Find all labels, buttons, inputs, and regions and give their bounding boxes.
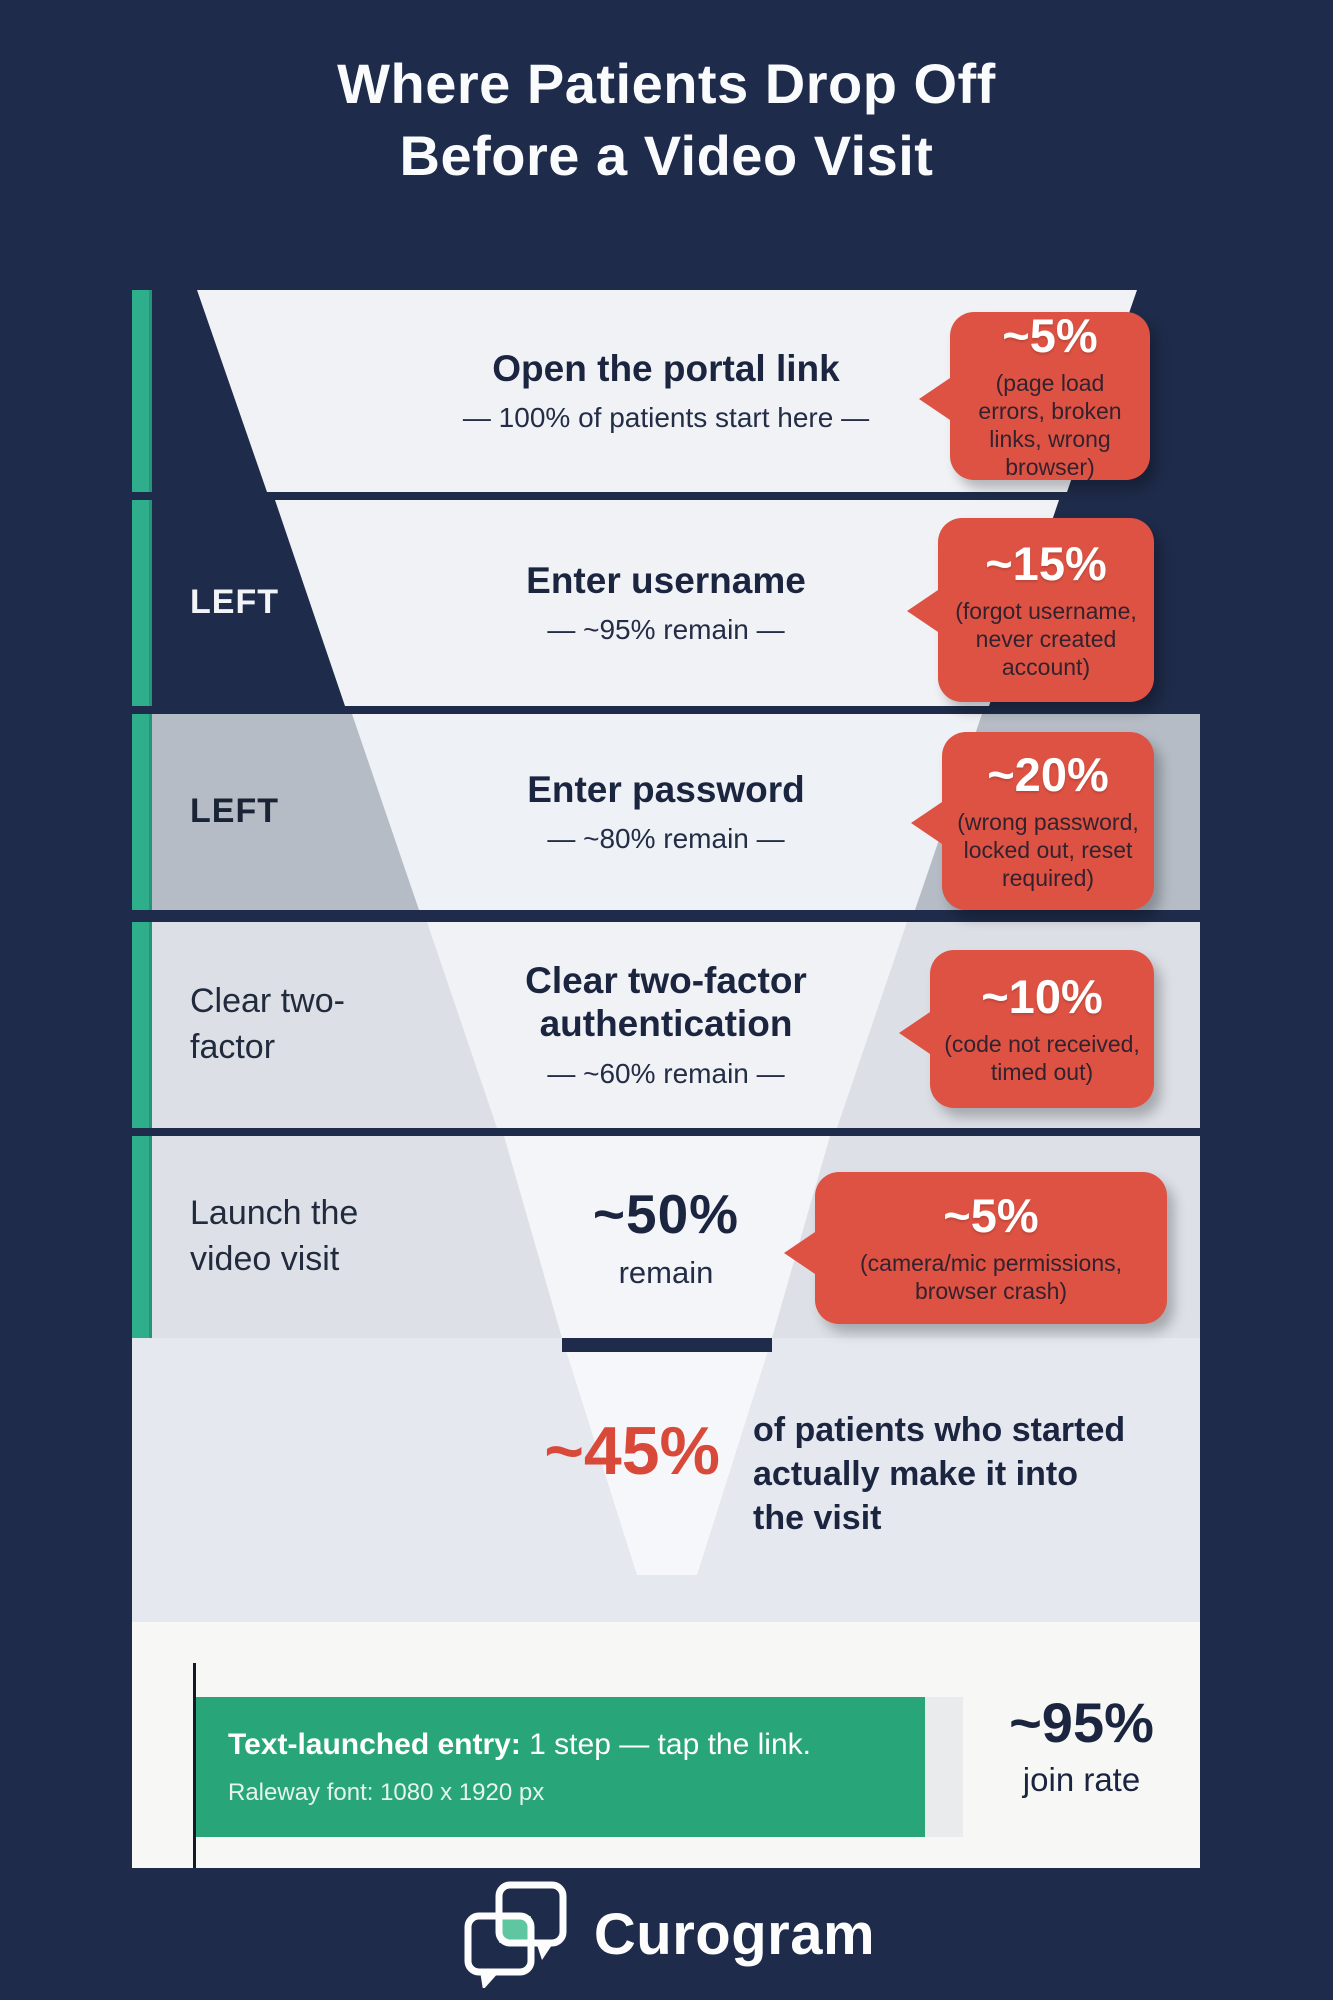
bar-axis-line (193, 1663, 196, 1868)
chat-bubbles-icon (458, 1876, 574, 1993)
stage-side-label: Launch the video visit (190, 1194, 359, 1278)
join-rate-block: ~95% join rate (963, 1690, 1200, 1799)
stage-side-label: LEFT (190, 583, 279, 622)
callout-bubble: ~15% (forgot username, never created acc… (907, 518, 1154, 702)
comparison-caption: Text-launched entry: 1 step — tap the li… (228, 1727, 925, 1763)
brand-footer: Curogram (0, 1868, 1333, 2000)
stage-accent-bar (132, 290, 152, 492)
callout-bubble: ~10% (code not received, timed out) (899, 950, 1154, 1108)
stage-accent-bar (132, 714, 152, 910)
stage-subtitle: — ~60% remain — (547, 1057, 785, 1089)
callout-percentage: ~10% (981, 970, 1103, 1024)
comparison-caption-bold: Text-launched entry: (228, 1728, 521, 1761)
stage-title: Clear two-factor authentication (525, 960, 807, 1044)
brand-name: Curogram (593, 1901, 876, 1967)
callout-bubble: ~5% (page load errors, broken links, wro… (919, 309, 1150, 480)
stage-side-label: Clear two-factor (190, 982, 345, 1066)
callout-detail: (forgot username, never created account) (955, 597, 1137, 680)
result-percentage: ~45% (544, 1413, 720, 1489)
callout-detail: (code not received, timed out) (944, 1030, 1140, 1085)
join-rate-label: join rate (1022, 1761, 1141, 1798)
comparison-panel: Text-launched entry: 1 step — tap the li… (132, 1622, 1200, 1868)
stage-accent-bar (132, 922, 152, 1128)
join-rate-bar-fill: Text-launched entry: 1 step — tap the li… (196, 1697, 925, 1837)
stage-side-label: LEFT (190, 792, 279, 831)
stage-subtitle: — ~95% remain — (547, 614, 785, 646)
callout-percentage: ~15% (985, 537, 1107, 591)
page-title: Where Patients Drop Off Before a Video V… (0, 48, 1333, 191)
callout-percentage: ~5% (943, 1189, 1039, 1243)
funnel-segment (427, 922, 907, 1128)
callout-detail: (page load errors, broken links, wrong b… (978, 369, 1122, 480)
join-rate-value: ~95% (1009, 1691, 1154, 1754)
callout-detail: (camera/mic permissions, browser crash) (860, 1249, 1122, 1304)
stage-accent-bar (132, 1136, 152, 1338)
callout-bubble: ~20% (wrong password, locked out, reset … (911, 732, 1154, 910)
stage-accent-bar (132, 500, 152, 706)
stage-title: Open the portal link (492, 347, 840, 389)
title-line-2: Before a Video Visit (399, 123, 934, 187)
stage-title: Enter password (527, 768, 805, 810)
stage-subtitle: — ~80% remain — (547, 823, 785, 855)
stage-title: Enter username (526, 559, 806, 601)
callout-detail: (wrong password, locked out, reset requi… (957, 808, 1139, 891)
stage-subtitle: — 100% of patients start here — (462, 402, 870, 434)
comparison-note: Raleway font: 1080 x 1920 px (228, 1779, 545, 1806)
callout-percentage: ~20% (987, 748, 1109, 802)
funnel-segment (352, 714, 982, 910)
funnel-base-bar (562, 1338, 772, 1352)
title-line-1: Where Patients Drop Off (337, 52, 996, 115)
result-section (132, 1338, 1200, 1622)
callout-bubble: ~5% (camera/mic permissions, browser cra… (784, 1172, 1167, 1324)
stage-remaining-value: ~50% (592, 1183, 740, 1246)
stage-remaining-label: remain (618, 1254, 714, 1290)
funnel-segment (504, 1136, 830, 1338)
callout-percentage: ~5% (1002, 309, 1098, 363)
join-rate-bar-track: Text-launched entry: 1 step — tap the li… (196, 1697, 963, 1837)
comparison-caption-rest: 1 step — tap the link. (520, 1728, 811, 1761)
result-caption: of patients who started actually make it… (753, 1411, 1126, 1538)
